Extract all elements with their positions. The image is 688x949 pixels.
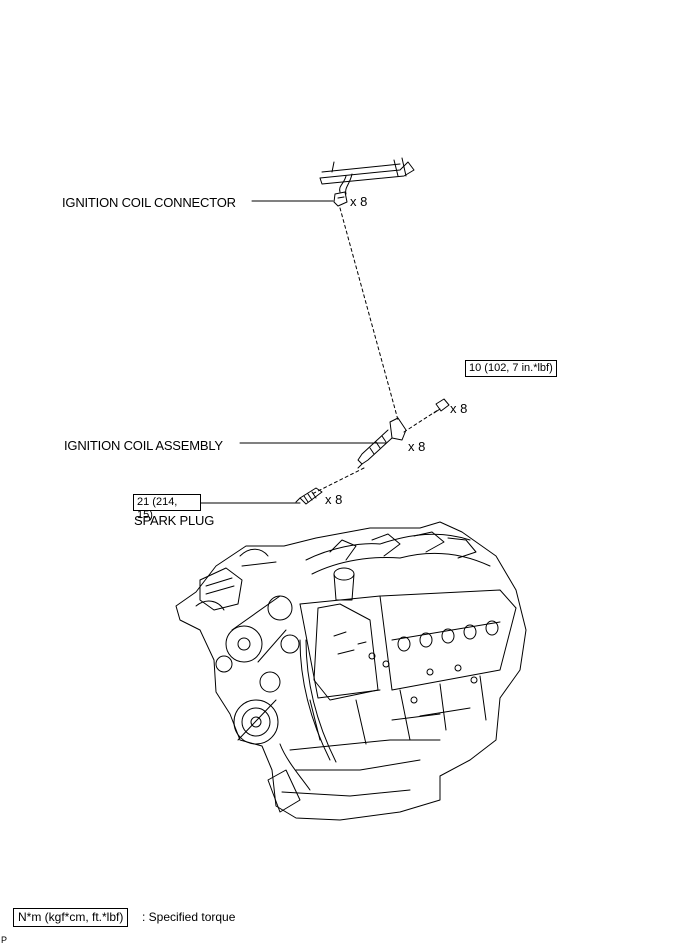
bolt-quantity: x 8 [450, 401, 468, 416]
torque-legend-text: : Specified torque [142, 910, 236, 924]
bolt-torque-spec: 10 (102, 7 in.*lbf) [465, 360, 557, 377]
ignition-coil-icon [357, 417, 407, 469]
ignition-coil-connector-label: IGNITION COIL CONNECTOR [62, 195, 236, 210]
spark-plug-icon [295, 487, 323, 505]
spark-plug-torque-spec: 21 (214, 15) [133, 494, 201, 521]
corner-mark: P [1, 935, 8, 945]
spark-plug-torque-line2: 15) [137, 509, 153, 521]
engine-icon [175, 521, 527, 821]
torque-legend-box: N*m (kgf*cm, ft.*lbf) [13, 908, 129, 927]
bolt-icon [433, 398, 450, 414]
spark-plug-label: SPARK PLUG [134, 513, 215, 528]
spark-plug-quantity: x 8 [325, 492, 343, 507]
ignition-coil-assembly-quantity: x 8 [408, 439, 426, 454]
ignition-coil-connector-quantity: x 8 [350, 194, 368, 209]
ignition-coil-connector-icon [333, 191, 348, 207]
spark-plug-torque-line1: 21 (214, [137, 496, 178, 508]
wire-harness-icon [319, 157, 415, 195]
ignition-coil-assembly-label: IGNITION COIL ASSEMBLY [64, 438, 223, 453]
